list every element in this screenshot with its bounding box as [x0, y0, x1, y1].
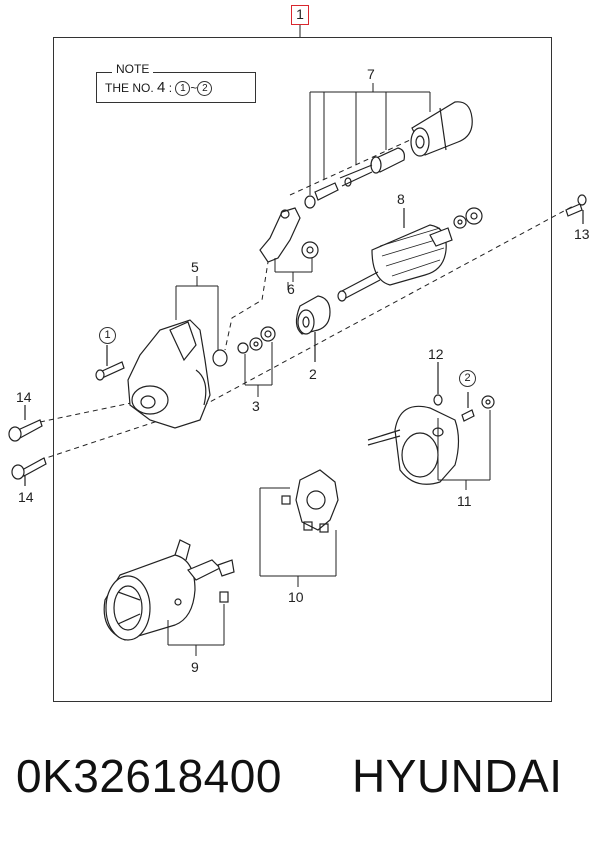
note-box — [96, 72, 256, 103]
washers-part — [237, 326, 276, 354]
callout-7: 7 — [367, 66, 375, 82]
note-title: NOTE — [112, 62, 154, 76]
callout-14-lower: 14 — [18, 489, 34, 505]
callout-14-upper: 14 — [16, 389, 32, 405]
callout-2: 2 — [309, 366, 317, 382]
part-number-text: 0K32618400 — [16, 750, 282, 802]
front-housing-part — [127, 319, 228, 429]
diagram-frame — [53, 37, 552, 702]
brush-holder-part — [281, 469, 339, 533]
leader-11 — [437, 410, 491, 490]
leader-3 — [244, 342, 273, 397]
callout-9: 9 — [191, 659, 199, 675]
note-prefix: THE NO. — [105, 81, 154, 95]
callout-10: 10 — [288, 589, 304, 605]
shift-lever-part — [259, 207, 319, 263]
brand-text: HYUNDAI — [352, 750, 563, 802]
callout-circled-1: 1 — [99, 327, 116, 344]
callout-8: 8 — [397, 191, 405, 207]
leader-10 — [259, 487, 337, 587]
yoke-part — [103, 539, 235, 641]
callout-3: 3 — [252, 398, 260, 414]
leader-5 — [175, 276, 219, 352]
note-range-end: 2 — [197, 81, 213, 96]
note-body: THE NO. 4 : 1~2 — [105, 79, 213, 96]
solenoid-part — [304, 101, 473, 209]
leader-7 — [309, 83, 431, 195]
assembly-dashed-lines — [39, 139, 576, 461]
callout-13: 13 — [574, 226, 590, 242]
bolt-1-part — [95, 345, 125, 381]
pinion-part — [295, 295, 331, 362]
callout-11: 11 — [457, 493, 472, 509]
note-range-start: 1 — [175, 81, 191, 96]
assembly-index-badge: 1 — [291, 5, 309, 25]
callout-circled-2: 2 — [459, 370, 476, 387]
note-number: 4 — [157, 79, 166, 96]
leader-6 — [274, 258, 313, 282]
armature-part — [337, 207, 483, 302]
note-range-sep: ~ — [190, 81, 198, 95]
callout-12: 12 — [428, 346, 444, 362]
note-separator: : — [168, 81, 173, 95]
callout-5: 5 — [191, 259, 199, 275]
through-bolts-part — [8, 405, 47, 486]
leader-9 — [167, 604, 225, 656]
callout-6: 6 — [287, 281, 295, 297]
bolt-13-part — [565, 194, 587, 224]
